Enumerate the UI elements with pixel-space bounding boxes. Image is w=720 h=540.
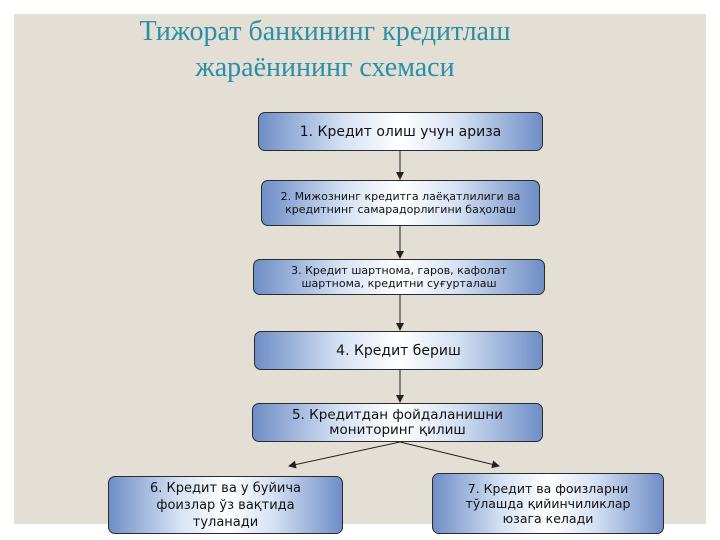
step-2-label: 2. Мижознинг кредитга лаёқатлилиги ва кр… [280,190,521,216]
title-line-1: Тижорат банкининг кредитлаш [139,16,511,47]
step-1-application: 1. Кредит олиш учун ариза [258,112,543,151]
step-7-repayment-difficulties: 7. Кредит ва фоизларни тўлашда қийинчили… [432,473,664,534]
arrow-5-6 [288,441,401,469]
step-5-label: 5. Кредитдан фойдаланишни мониторинг қил… [292,406,503,438]
arrow-5-7 [399,441,500,469]
step-1-label: 1. Кредит олиш учун ариза [299,123,502,140]
step-6-label: 6. Кредит ва у буйича фоизлар ўз вақтида… [150,480,301,530]
step-4-label: 4. Кредит бериш [336,342,461,359]
step-4-disbursement: 4. Кредит бериш [254,331,543,370]
diagram-title: Тижорат банкининг кредитлаш жараёнининг … [60,14,590,86]
step-6-repaid-on-time: 6. Кредит ва у буйича фоизлар ўз вақтида… [108,476,343,534]
step-7-label: 7. Кредит ва фоизларни тўлашда қийинчили… [465,481,631,526]
step-5-monitoring: 5. Кредитдан фойдаланишни мониторинг қил… [252,403,543,442]
step-2-assessment: 2. Мижознинг кредитга лаёқатлилиги ва кр… [261,180,540,226]
title-line-2: жараёнининг схемаси [195,52,455,83]
step-3-agreement: 3. Кредит шартнома, гаров, кафолат шартн… [253,259,545,295]
step-3-label: 3. Кредит шартнома, гаров, кафолат шартн… [291,264,507,290]
